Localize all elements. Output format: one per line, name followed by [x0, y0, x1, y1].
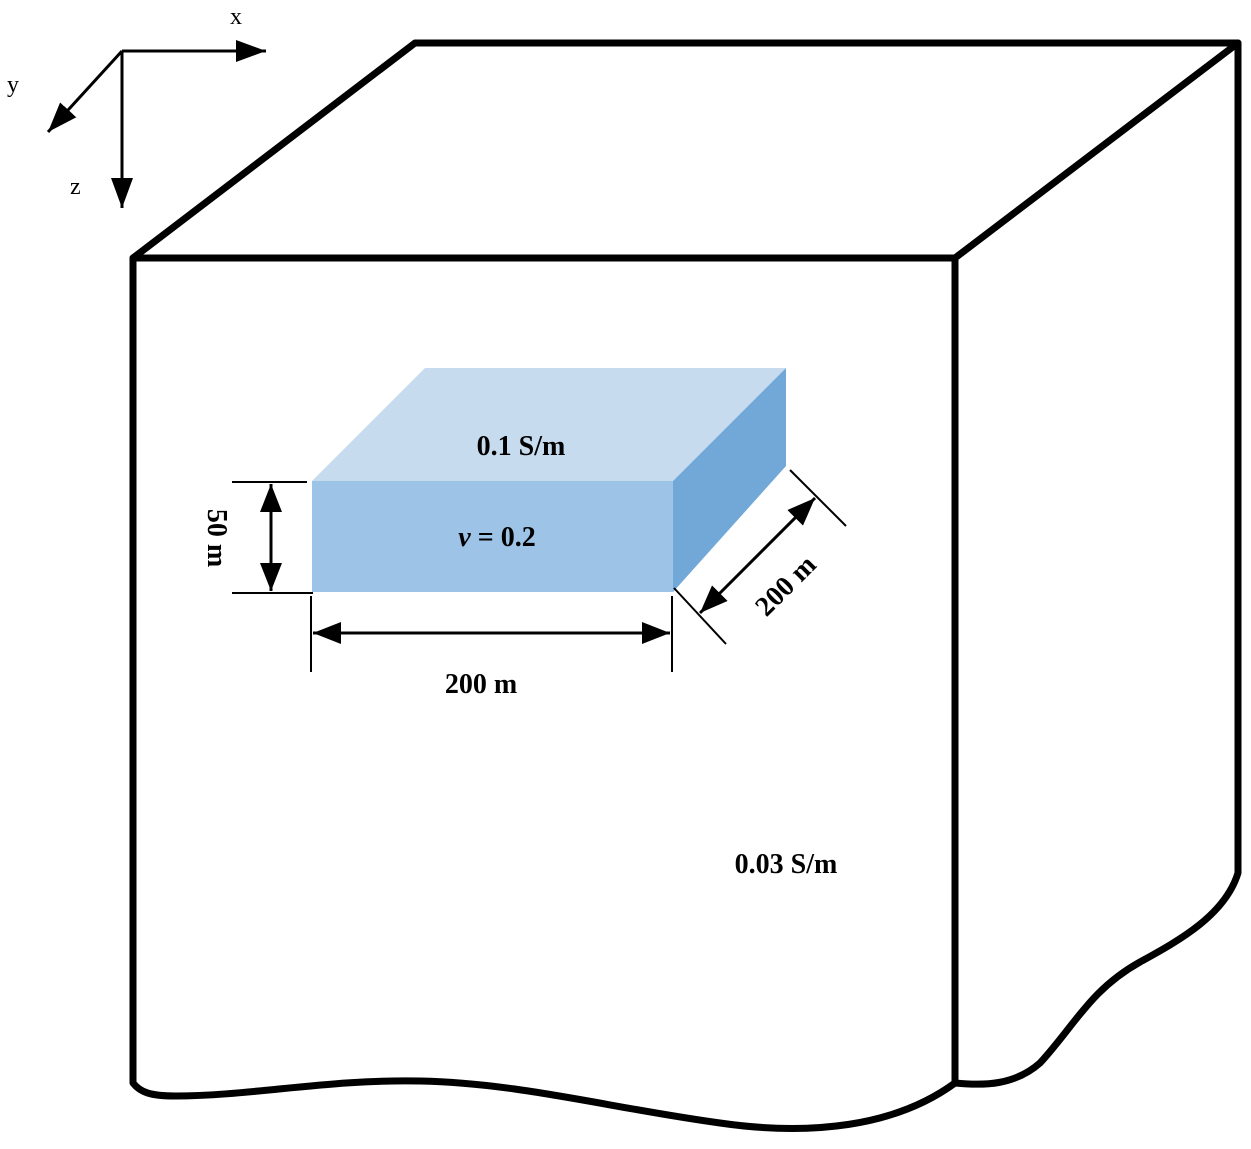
depth-dimension-arrow — [698, 496, 817, 615]
anomaly-front-face — [312, 481, 673, 592]
depth-label: 200 m — [749, 549, 822, 622]
height-label: 50 m — [201, 509, 232, 567]
depth-ext-far — [789, 469, 847, 527]
velocity-symbol: v — [458, 522, 471, 553]
y-axis-arrow — [46, 49, 124, 134]
anomaly-top-face — [312, 368, 786, 481]
width-label: 200 m — [445, 669, 517, 700]
anomaly-velocity-label: v = 0.2 — [458, 522, 535, 553]
block-front-face — [129, 254, 959, 1132]
background-conductivity-label: 0.03 S/m — [735, 849, 838, 880]
y-axis-label: y — [7, 72, 19, 98]
coordinate-axes: x y z — [7, 4, 266, 208]
half-space-block — [129, 39, 1242, 1132]
x-axis-label: x — [230, 4, 242, 30]
anomaly-conductivity-label: 0.1 S/m — [477, 431, 566, 462]
depth-ext-near — [673, 587, 727, 645]
anomalous-body — [312, 368, 786, 592]
block-right-face — [951, 39, 1242, 1088]
z-axis-label: z — [70, 174, 81, 200]
block-top-face — [129, 39, 1242, 262]
dimension-width: 200 m — [310, 596, 673, 700]
velocity-value: = 0.2 — [471, 522, 536, 553]
dimension-height: 50 m — [201, 481, 313, 594]
